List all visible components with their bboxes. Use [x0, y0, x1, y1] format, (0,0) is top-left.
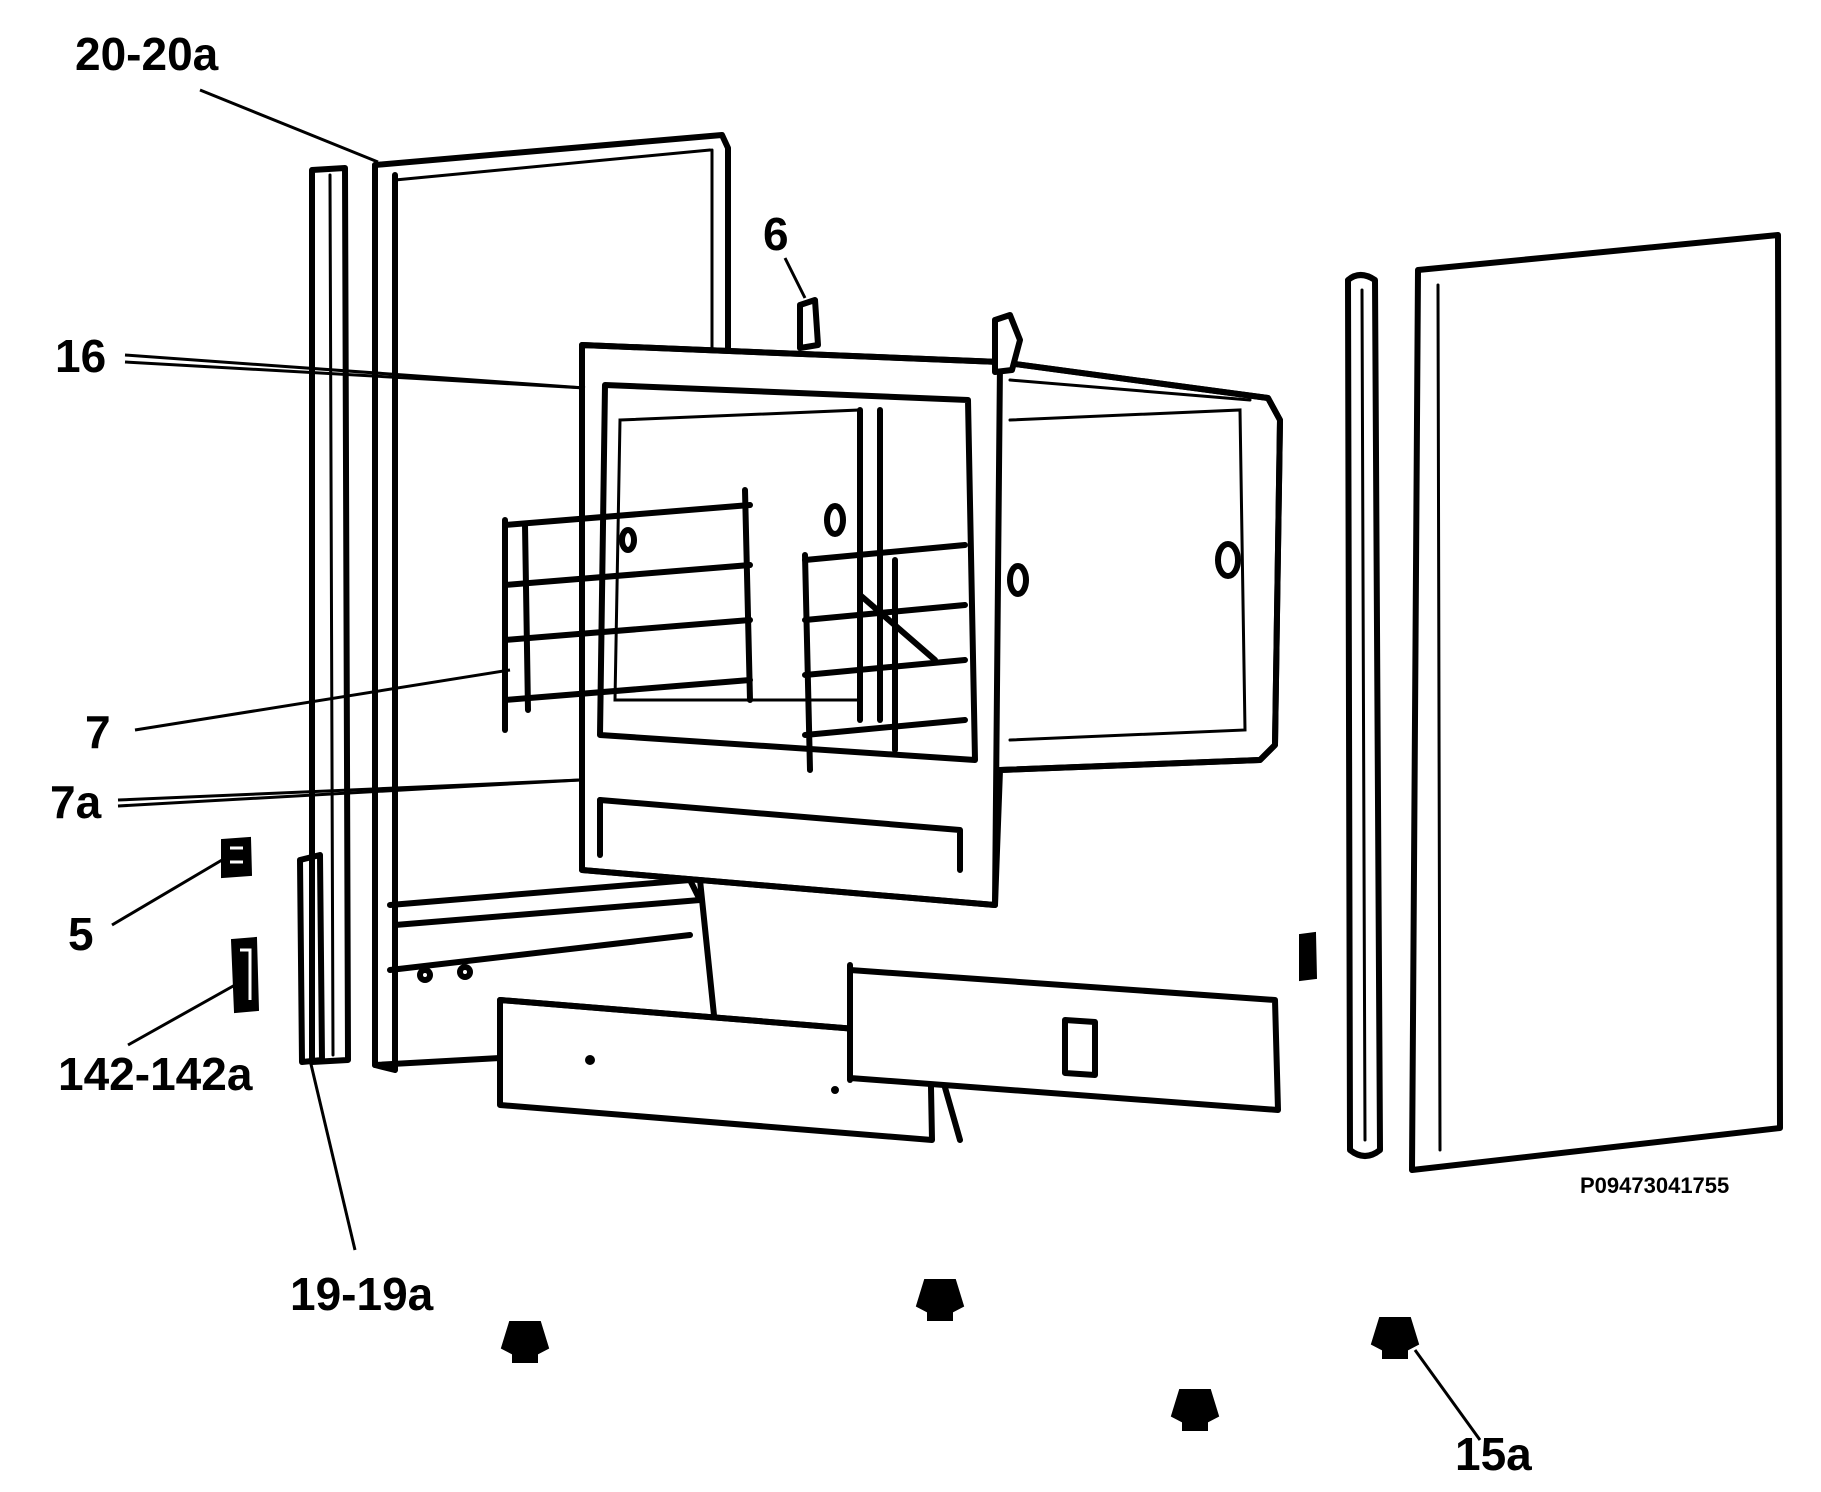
part-142-142a	[230, 936, 260, 1014]
right-frame-strip	[1345, 272, 1383, 1159]
callout-19-19a: 19-19a	[290, 1268, 434, 1320]
callout-5: 5	[68, 908, 94, 960]
leader-19-19a	[308, 1059, 357, 1251]
right-side-panel	[1409, 232, 1783, 1173]
part-5	[221, 836, 253, 879]
foot	[1370, 1317, 1420, 1359]
feet-15a	[500, 1279, 1420, 1431]
leader-6	[783, 257, 807, 299]
right-shelf-rack	[802, 542, 968, 773]
foot	[915, 1279, 965, 1321]
leader-7	[134, 668, 511, 732]
callout-labels: 20-20a 6 16 7 7a 5 142-142a 19-19a 15a P…	[50, 28, 1729, 1480]
small-bracket	[1299, 931, 1318, 982]
rear-side-panel	[372, 132, 731, 1073]
left-shelf-rack	[502, 487, 753, 733]
hinge-bracket-6	[797, 297, 1023, 375]
leader-15a	[1413, 1349, 1482, 1441]
front-skirt-right	[847, 962, 1281, 1113]
leader-142-142a	[127, 983, 236, 1047]
lower-rails	[387, 877, 718, 1028]
callout-142-142a: 142-142a	[58, 1048, 253, 1100]
foot	[500, 1321, 550, 1363]
callout-16: 16	[55, 330, 106, 382]
oven-cavity	[579, 342, 1283, 908]
foot	[1170, 1389, 1220, 1431]
callout-15a: 15a	[1455, 1428, 1532, 1480]
callout-20-20a: 20-20a	[75, 28, 219, 80]
leader-20-20a	[199, 88, 379, 164]
callout-7: 7	[85, 706, 111, 758]
left-frame-strip	[297, 165, 351, 1065]
leader-5	[111, 858, 223, 927]
callout-7a: 7a	[50, 776, 102, 828]
callout-6: 6	[763, 208, 789, 260]
leader-lines	[111, 88, 1482, 1441]
drawing-code: P09473041755	[1580, 1173, 1729, 1198]
